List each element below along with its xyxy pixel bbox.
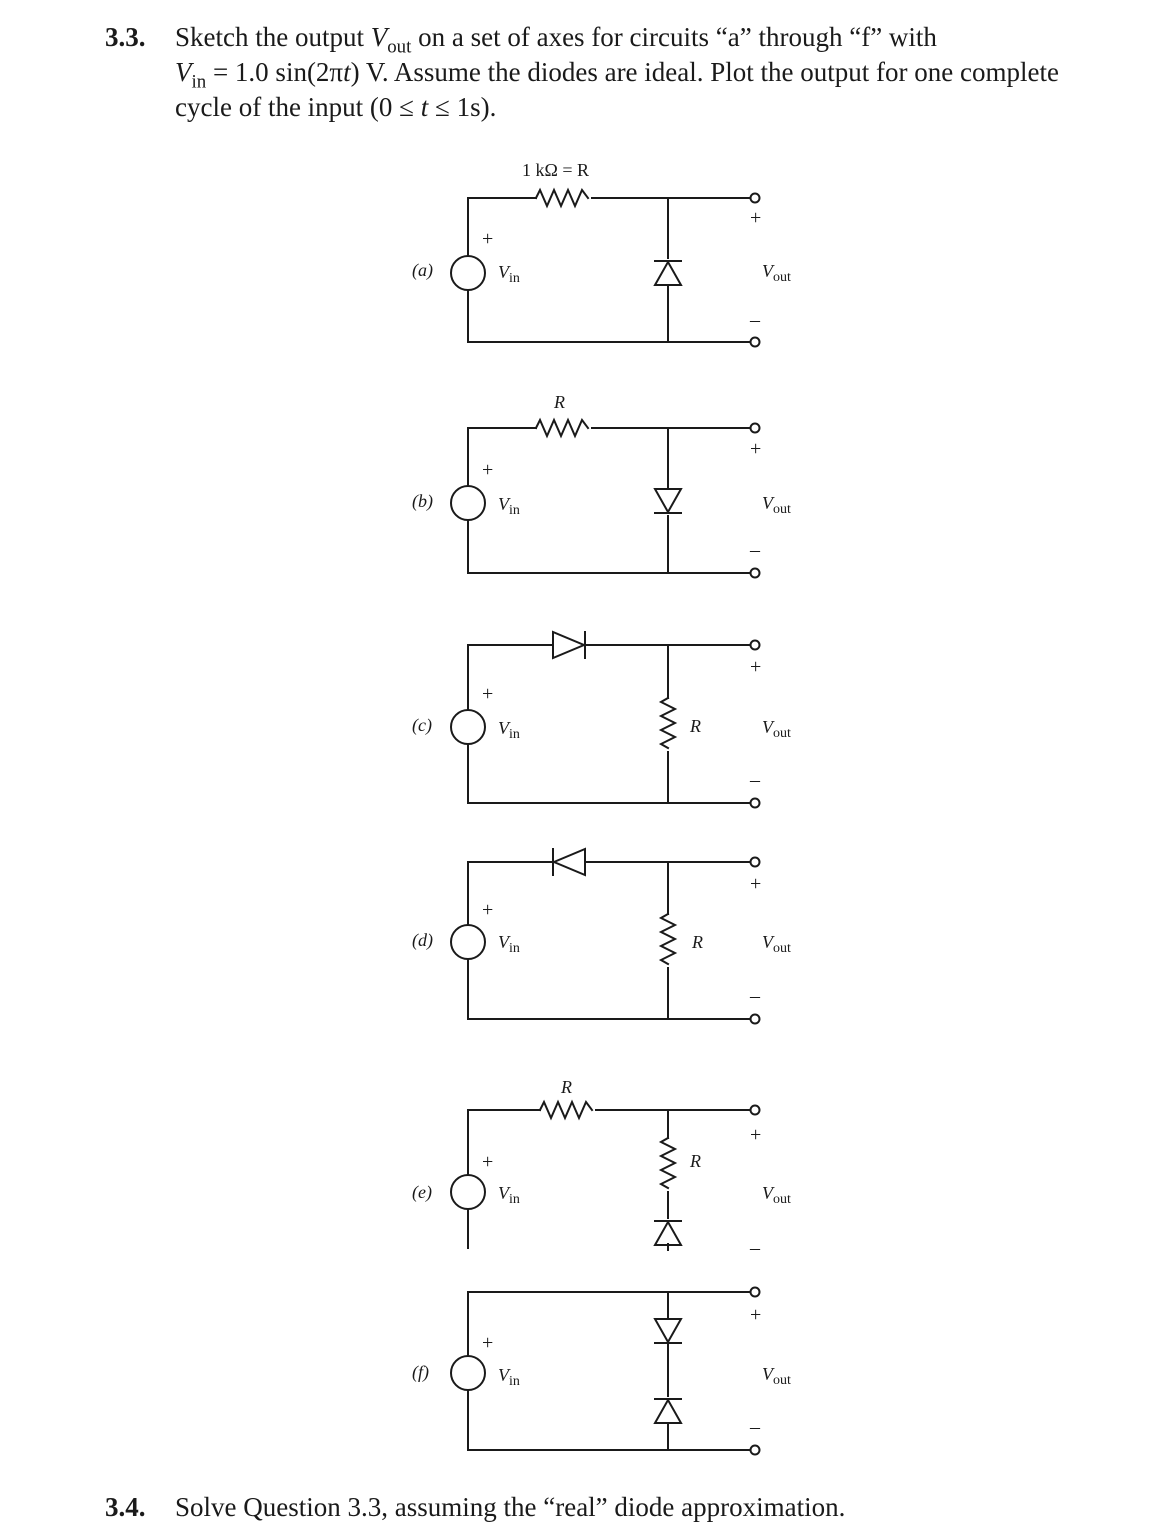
vin-label: Vin bbox=[498, 718, 520, 742]
circuit-c-label: (c) bbox=[412, 715, 432, 736]
vout-label: Vout bbox=[762, 1183, 791, 1207]
wire-d bbox=[467, 861, 751, 1020]
wire-f bbox=[467, 1291, 751, 1451]
resistor-a-label: 1 kΩ = R bbox=[522, 160, 589, 180]
wire-e bbox=[467, 1109, 751, 1251]
voltage-source-d bbox=[450, 924, 486, 960]
diode-c bbox=[552, 630, 587, 660]
minus-sign: – bbox=[749, 1237, 761, 1259]
vout-label: Vout bbox=[762, 261, 791, 285]
vin-label: Vin bbox=[498, 1183, 520, 1207]
diode-e bbox=[653, 1219, 683, 1246]
plus-sign: + bbox=[482, 683, 493, 705]
diode-b bbox=[653, 488, 683, 515]
resistor-d-label: R bbox=[691, 932, 703, 952]
problem-number: 3.3. bbox=[105, 22, 146, 52]
resistor-e-series-label: R bbox=[560, 1077, 572, 1097]
circuit-f-label: (f) bbox=[412, 1362, 429, 1383]
terminal-a-bottom bbox=[749, 336, 761, 348]
terminal-b-top bbox=[749, 422, 761, 434]
plus-sign: + bbox=[750, 1304, 761, 1326]
minus-sign: – bbox=[749, 985, 761, 1007]
problem-text: Solve Question 3.3, assuming the “real” … bbox=[175, 1492, 846, 1522]
problem-line-3: cycle of the input (0 ≤ t ≤ 1s). bbox=[175, 92, 497, 122]
terminal-f-top bbox=[749, 1286, 761, 1298]
circuit-d bbox=[450, 847, 761, 1025]
resistor-e-shunt bbox=[658, 1136, 678, 1190]
circuit-e-label: (e) bbox=[412, 1182, 432, 1203]
minus-sign: – bbox=[749, 539, 761, 561]
problem-line-2: Vin = 1.0 sin(2πt) V. Assume the diodes … bbox=[175, 57, 1059, 93]
voltage-source-b bbox=[450, 485, 486, 521]
resistor-a bbox=[534, 187, 590, 209]
voltage-source-e bbox=[450, 1174, 486, 1210]
minus-sign: – bbox=[749, 309, 761, 331]
vin-label: Vin bbox=[498, 262, 520, 286]
minus-sign: – bbox=[749, 769, 761, 791]
terminal-d-top bbox=[749, 856, 761, 868]
plus-sign: + bbox=[482, 1151, 493, 1173]
voltage-source-f bbox=[450, 1355, 486, 1391]
resistor-b bbox=[534, 417, 590, 439]
plus-sign: + bbox=[482, 228, 493, 250]
vout-label: Vout bbox=[762, 493, 791, 517]
resistor-e-series bbox=[538, 1099, 594, 1121]
diode-f-bottom bbox=[653, 1397, 683, 1424]
circuit-a-label: (a) bbox=[412, 260, 433, 281]
resistor-c-label: R bbox=[689, 716, 701, 736]
terminal-a-top bbox=[749, 192, 761, 204]
resistor-e-shunt-label: R bbox=[689, 1151, 701, 1171]
problem-text: Sketch the output Vout on a set of axes … bbox=[175, 20, 1135, 125]
terminal-c-top bbox=[749, 639, 761, 651]
vin-label: Vin bbox=[498, 932, 520, 956]
plus-sign: + bbox=[750, 1124, 761, 1146]
plus-sign: + bbox=[750, 656, 761, 678]
resistor-b-label: R bbox=[553, 392, 565, 412]
plus-sign: + bbox=[482, 1332, 493, 1354]
plus-sign: + bbox=[482, 899, 493, 921]
terminal-e-top bbox=[749, 1104, 761, 1116]
vin-label: Vin bbox=[498, 494, 520, 518]
terminal-f-bottom bbox=[749, 1444, 761, 1456]
wire-a bbox=[467, 197, 751, 343]
vout-label: Vout bbox=[762, 1364, 791, 1388]
wire-c bbox=[467, 644, 751, 804]
plus-sign: + bbox=[750, 873, 761, 895]
wire-b bbox=[467, 427, 751, 574]
resistor-d bbox=[658, 912, 678, 966]
circuit-b bbox=[450, 417, 761, 579]
minus-sign: – bbox=[749, 1416, 761, 1438]
resistor-c bbox=[658, 696, 678, 750]
diode-f-top bbox=[653, 1318, 683, 1345]
voltage-source-c bbox=[450, 709, 486, 745]
vout-label: Vout bbox=[762, 717, 791, 741]
plus-sign: + bbox=[750, 438, 761, 460]
vin-label: Vin bbox=[498, 1365, 520, 1389]
plus-sign: + bbox=[482, 459, 493, 481]
circuit-f bbox=[450, 1286, 761, 1456]
circuit-c bbox=[450, 630, 761, 809]
terminal-c-bottom bbox=[749, 797, 761, 809]
diode-a bbox=[653, 259, 683, 286]
terminal-d-bottom bbox=[749, 1013, 761, 1025]
circuit-d-label: (d) bbox=[412, 930, 433, 951]
plus-sign: + bbox=[750, 207, 761, 229]
terminal-b-bottom bbox=[749, 567, 761, 579]
problem-number: 3.4. bbox=[105, 1492, 146, 1522]
voltage-source-a bbox=[450, 255, 486, 291]
circuit-b-label: (b) bbox=[412, 491, 433, 512]
circuit-a bbox=[450, 187, 761, 348]
circuit-e bbox=[450, 1099, 761, 1251]
diode-d bbox=[551, 847, 586, 877]
vout-label: Vout bbox=[762, 932, 791, 956]
problem-line-1: Sketch the output Vout on a set of axes … bbox=[175, 22, 937, 58]
